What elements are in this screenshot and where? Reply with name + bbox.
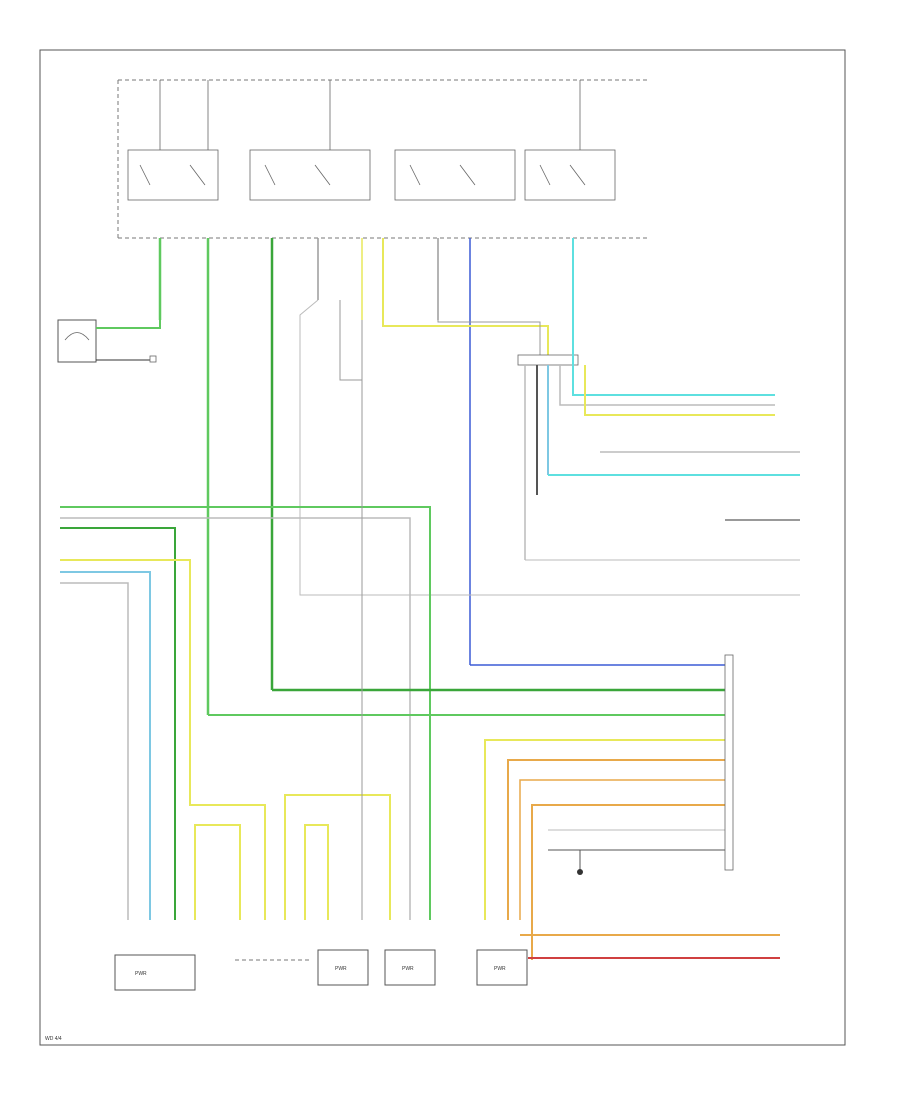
sensor-loops [194, 320, 391, 920]
relay-2 [249, 149, 371, 201]
fuse-block-outputs [158, 238, 574, 715]
relay-mid-label: PWR [402, 966, 414, 972]
ecm-harness [208, 654, 780, 960]
diagram-frame [39, 49, 846, 1046]
left-harness [60, 506, 431, 920]
relay-3 [394, 149, 516, 201]
relay-1 [127, 149, 219, 201]
relay-mid [384, 949, 436, 986]
relay-left-label: PWR [335, 966, 347, 972]
relay-4 [524, 149, 616, 201]
relay-right [476, 949, 528, 986]
page-reference: WD 4/4 [45, 1036, 62, 1042]
sensor-left [114, 954, 196, 991]
relay-right-label: PWR [494, 966, 506, 972]
sensor-left-label: PWR [135, 971, 147, 977]
bottom-components: PWR PWR PWR PWR [114, 949, 528, 991]
ac-compressor-clutch [57, 319, 161, 363]
underhood-fuse-block [117, 79, 650, 239]
relay-left [317, 949, 369, 986]
right-connector-bank [517, 345, 800, 561]
